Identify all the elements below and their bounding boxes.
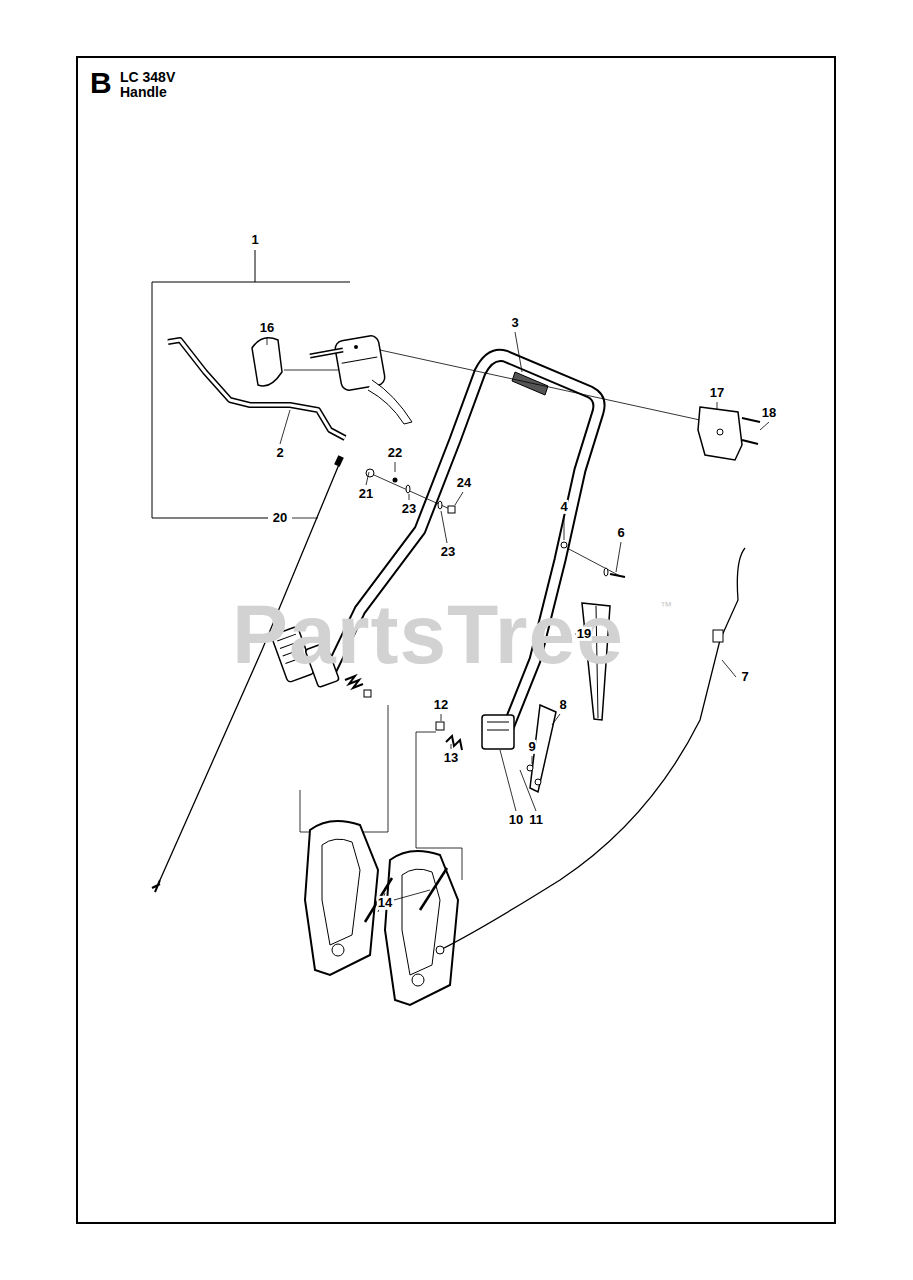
callout-number: 23 [401,502,417,516]
callout-number: 3 [510,316,519,330]
callout-number: 23 [440,545,456,559]
callout-number: 13 [443,751,459,765]
callout-number: 11 [528,813,544,827]
callout-number: 19 [576,627,592,641]
callout-number: 17 [709,386,725,400]
callout-number: 7 [740,670,749,684]
callout-number: 1 [250,233,259,247]
diagram-title: LC 348V Handle [120,70,186,101]
watermark: ™ [660,600,672,613]
callout-number: 16 [259,321,275,335]
callout-number: 20 [272,511,288,525]
callout-number: 18 [761,406,777,420]
section-letter: B [90,66,112,99]
callout-number: 22 [387,446,403,460]
callout-number: 14 [377,896,393,910]
callout-number: 2 [275,446,284,460]
callout-number: 12 [433,698,449,712]
callout-number: 4 [559,500,568,514]
callout-number: 24 [456,476,472,490]
callout-number: 21 [358,487,374,501]
watermark: PartsTree [232,588,624,680]
callout-number: 6 [616,526,625,540]
callout-number: 10 [508,813,524,827]
callout-number: 9 [527,740,536,754]
callout-number: 8 [558,698,567,712]
